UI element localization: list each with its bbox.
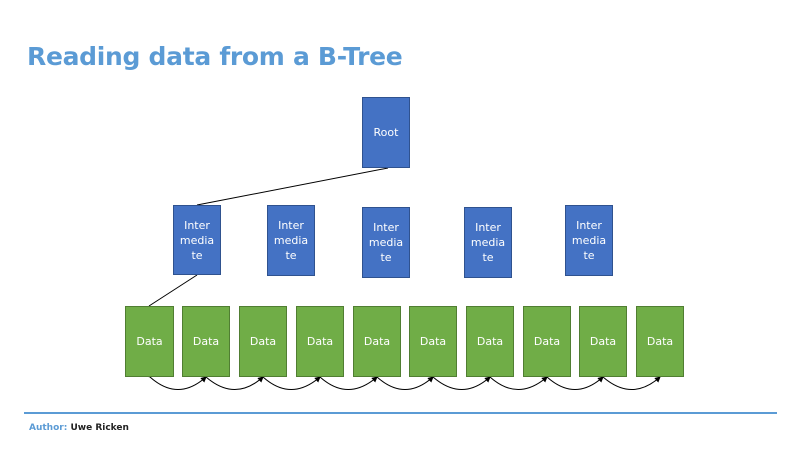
- intermediate-node-label: Inter media te: [179, 218, 215, 262]
- intermediate-node: Inter media te: [173, 205, 221, 275]
- data-page-label: Data: [476, 335, 504, 348]
- intermediate-node-label: Inter media te: [273, 219, 309, 262]
- data-page: Data: [579, 306, 627, 377]
- author-name: Uwe Ricken: [70, 423, 129, 433]
- page-link-arrow: [200, 371, 264, 390]
- intermediate-node-label: Inter media te: [571, 219, 607, 262]
- intermediate-node: Inter media te: [464, 207, 512, 278]
- data-page-links: [144, 371, 661, 390]
- root-node: Root: [362, 97, 410, 168]
- author-credit: Author: Uwe Ricken: [29, 423, 129, 433]
- page-link-arrow: [144, 371, 207, 390]
- data-page: Data: [353, 306, 401, 377]
- page-link-arrow: [597, 371, 661, 390]
- data-page: Data: [636, 306, 684, 377]
- page-link-arrow: [541, 371, 604, 390]
- page-link-arrow: [371, 371, 434, 390]
- data-page-label: Data: [419, 335, 447, 348]
- page-link-arrow: [257, 371, 321, 390]
- root-node-label: Root: [373, 126, 399, 139]
- intermediate-to-data-line: [148, 274, 198, 307]
- data-page-label: Data: [136, 335, 163, 348]
- data-page: Data: [466, 306, 514, 377]
- intermediate-node: Inter media te: [267, 205, 315, 276]
- intermediate-node: Inter media te: [565, 205, 613, 276]
- data-page: Data: [296, 306, 344, 377]
- page-link-arrow: [314, 371, 378, 390]
- data-page: Data: [125, 306, 174, 377]
- intermediate-node: Inter media te: [362, 207, 410, 278]
- data-page-label: Data: [589, 335, 617, 348]
- footer-divider: [24, 412, 777, 414]
- page-link-arrow: [484, 371, 548, 390]
- intermediate-node-label: Inter media te: [470, 221, 506, 264]
- data-page: Data: [182, 306, 230, 377]
- page-link-arrow: [427, 371, 491, 390]
- data-page: Data: [523, 306, 571, 377]
- data-page-label: Data: [363, 335, 391, 348]
- data-page-label: Data: [306, 335, 334, 348]
- slide-title: Reading data from a B-Tree: [27, 42, 403, 71]
- data-page-label: Data: [249, 335, 277, 348]
- data-page-label: Data: [533, 335, 561, 348]
- author-label: Author:: [29, 423, 68, 433]
- data-page: Data: [239, 306, 287, 377]
- root-to-intermediate-line: [196, 167, 389, 206]
- data-page: Data: [409, 306, 457, 377]
- data-page-label: Data: [646, 335, 674, 348]
- data-page-label: Data: [192, 335, 220, 348]
- intermediate-node-label: Inter media te: [368, 221, 404, 264]
